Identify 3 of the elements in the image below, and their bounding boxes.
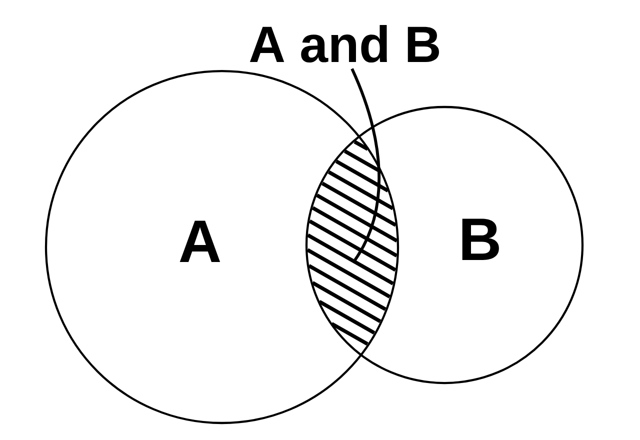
leader-line: [350, 68, 380, 261]
hatched-region: [306, 140, 398, 346]
callout-label: A and B: [250, 25, 439, 62]
